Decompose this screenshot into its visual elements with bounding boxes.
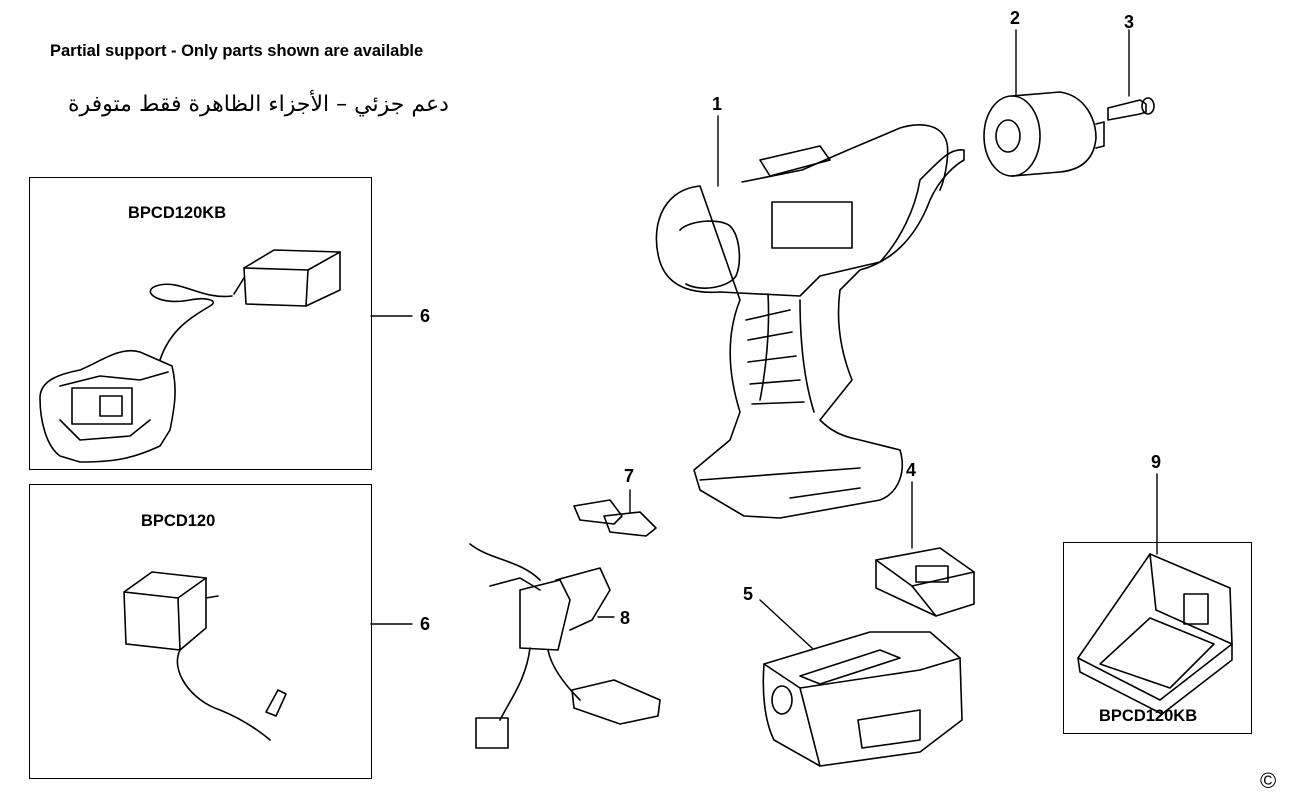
battery-illustration bbox=[762, 631, 963, 767]
drill-body-illustration bbox=[655, 124, 965, 519]
charger-box bbox=[29, 484, 372, 779]
part-number-chuck: 2 bbox=[1010, 8, 1021, 28]
copyright-symbol: © bbox=[1260, 768, 1277, 793]
part-number-switch: 8 bbox=[620, 608, 631, 628]
screw-illustration bbox=[1107, 97, 1155, 121]
terminal-cover-illustration bbox=[875, 547, 975, 617]
charger-kb-box-label: BPCD120KB bbox=[128, 204, 227, 222]
case-illustration bbox=[1077, 553, 1233, 715]
chuck-illustration bbox=[983, 91, 1105, 177]
part-number-charger-kb: 6 bbox=[420, 306, 431, 326]
switch-cap-illustration bbox=[573, 499, 657, 537]
partial-support-note-arabic: دعم جزئي – الأجزاء الظاهرة فقط متوفرة bbox=[68, 92, 449, 117]
charger-illustration bbox=[123, 571, 287, 741]
part-number-screw: 3 bbox=[1124, 12, 1135, 32]
part-number-terminal-cover: 4 bbox=[906, 460, 917, 480]
charger-kb-box bbox=[29, 177, 372, 470]
charger-box-label: BPCD120 bbox=[141, 512, 216, 530]
part-number-drill-body: 1 bbox=[712, 94, 723, 114]
partial-support-note: Partial support - Only parts shown are a… bbox=[50, 42, 424, 60]
switch-assembly-illustration bbox=[469, 543, 661, 749]
callout-lines bbox=[370, 29, 1158, 649]
part-number-case: 9 bbox=[1151, 452, 1162, 472]
case-box-label: BPCD120KB bbox=[1099, 707, 1198, 725]
part-number-switch-cap: 7 bbox=[624, 466, 635, 486]
part-number-battery: 5 bbox=[743, 584, 754, 604]
charger-kb-illustration bbox=[39, 249, 341, 463]
part-number-charger: 6 bbox=[420, 614, 431, 634]
